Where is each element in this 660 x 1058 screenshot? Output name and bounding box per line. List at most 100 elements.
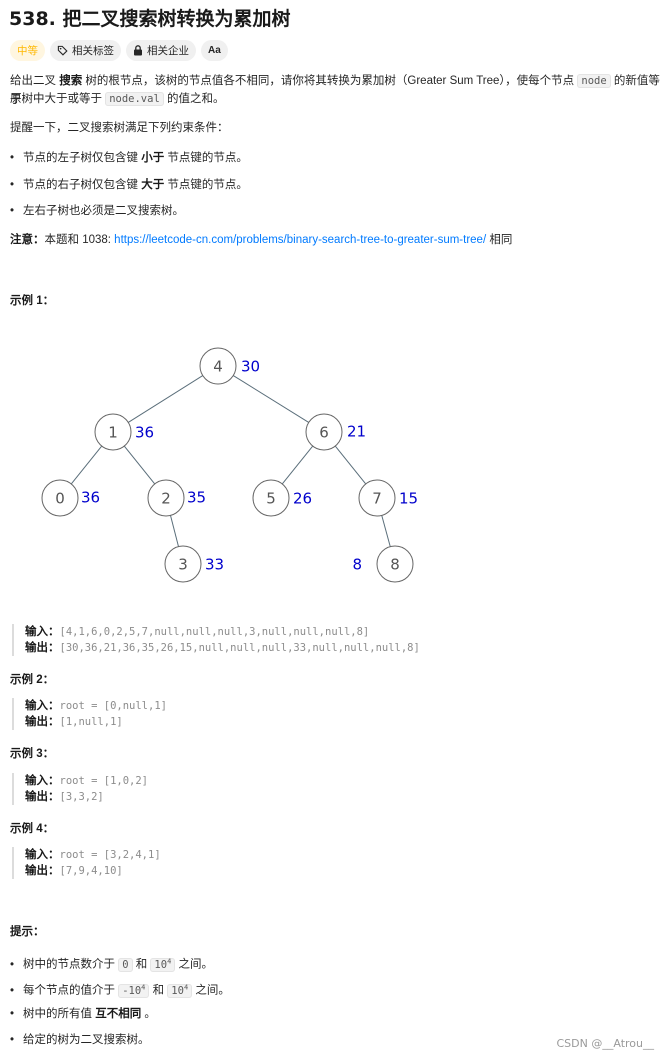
constraint-text: 左右子树也必须是二叉搜索树。: [23, 205, 184, 217]
desc-text: 的新值等于: [10, 75, 660, 106]
example-2-title: 示例 2：: [10, 674, 55, 686]
hint-text: 之间。: [175, 958, 213, 971]
watermark: CSDN @__Atrou__: [556, 1037, 655, 1050]
code-base: -10: [122, 984, 142, 997]
description-line-2: 原树中大于或等于 node.val 的值之和。: [10, 90, 224, 109]
note-line: 注意：本题和 1038: https://leetcode-cn.com/pro…: [10, 231, 512, 250]
constraint-text: 节点键的节点。: [164, 179, 248, 191]
code-node: node: [577, 74, 611, 88]
example-input: [4,1,6,0,2,5,7,null,null,null,3,null,nul…: [59, 626, 370, 638]
constraint-text: 节点的左子树仅包含键: [23, 152, 142, 164]
lock-icon: [134, 45, 142, 56]
code-ten-pow: 104: [150, 957, 176, 972]
tree-node-sum: 35: [187, 489, 206, 507]
output-label: 输出：: [25, 791, 60, 803]
desc-text: 的值之和。: [163, 93, 225, 105]
tree-node-sum: 21: [347, 423, 366, 441]
code-ten-pow: 104: [167, 983, 193, 998]
tree-edge: [170, 515, 179, 547]
hint-text: 。: [141, 1008, 156, 1020]
hint-text: 和: [149, 984, 168, 997]
tree-node-value: 1: [108, 424, 118, 442]
related-companies-button[interactable]: 相关企业: [126, 40, 196, 61]
example-2-block: 输入：root = [0,null,1] 输出：[1,null,1]: [12, 698, 167, 730]
hint-text: 和: [132, 958, 151, 971]
constraint-bold: 小于: [141, 152, 165, 164]
example-output: [30,36,21,36,35,26,15,null,null,null,33,…: [59, 642, 420, 654]
output-label: 输出：: [25, 865, 60, 877]
example-1-title: 示例 1：: [10, 295, 55, 307]
example-output: [7,9,4,10]: [59, 865, 123, 877]
example-input: root = [3,2,4,1]: [59, 849, 161, 861]
example-input: root = [0,null,1]: [59, 700, 167, 712]
code-zero: 0: [118, 957, 133, 972]
related-tags-button[interactable]: 相关标签: [50, 40, 121, 61]
example-3-block: 输入：root = [1,0,2] 输出：[3,3,2]: [12, 773, 148, 805]
hint-item: 树中的节点数介于 0 和 104 之间。: [10, 952, 213, 974]
tree-node-value: 3: [178, 556, 188, 574]
constraint-item: 节点的左子树仅包含键 小于 节点键的节点。: [10, 149, 248, 167]
note-text: 相同: [486, 234, 513, 246]
hints-title: 提示：: [10, 926, 45, 938]
tree-node-sum: 36: [135, 424, 154, 442]
tree-node-value: 6: [319, 424, 329, 442]
tree-node: [199, 347, 237, 385]
example-output: [1,null,1]: [59, 716, 123, 728]
reminder-text: 提醒一下，二叉搜索树满足下列约束条件：: [10, 122, 229, 134]
tree-node-value: 5: [266, 490, 276, 508]
tree-edge: [381, 515, 391, 547]
tree-node: [305, 413, 343, 451]
code-node-val: node.val: [105, 92, 164, 106]
tree-node: [164, 545, 202, 583]
description-line-1: 给出二叉 搜索 树的根节点，该树的节点值各不相同，请你将其转换为累加树（Grea…: [10, 72, 660, 110]
related-problem-link[interactable]: https://leetcode-cn.com/problems/binary-…: [114, 234, 487, 246]
tree-node-sum: 26: [293, 490, 312, 508]
output-label: 输出：: [25, 642, 60, 654]
tree-edge: [334, 445, 367, 485]
input-label: 输入：: [25, 700, 60, 712]
tree-node: [41, 479, 79, 517]
tree-edge: [281, 445, 314, 485]
tree-edge: [123, 445, 156, 485]
translate-icon: Aa: [208, 45, 221, 56]
constraint-text: 节点的右子树仅包含键: [23, 179, 142, 191]
related-tags-label: 相关标签: [72, 45, 114, 57]
code-base: 10: [154, 958, 168, 971]
desc-bold: 搜索: [59, 75, 83, 87]
code-exp: 4: [183, 983, 189, 991]
example-4-block: 输入：root = [3,2,4,1] 输出：[7,9,4,10]: [12, 847, 161, 879]
tree-node-value: 2: [161, 490, 171, 508]
tree-node-sum: 8: [352, 556, 362, 574]
hint-bold: 互不相同: [95, 1008, 142, 1020]
font-toggle-button[interactable]: Aa: [201, 40, 228, 61]
example-1-block: 输入：[4,1,6,0,2,5,7,null,null,null,3,null,…: [12, 624, 420, 656]
input-label: 输入：: [25, 849, 60, 861]
example-input: root = [1,0,2]: [59, 775, 149, 787]
tree-node: [94, 413, 132, 451]
code-exp: 4: [167, 957, 172, 965]
input-label: 输入：: [25, 626, 60, 638]
tree-node-value: 8: [390, 556, 400, 574]
hint-item: 每个节点的值介于 -104 和 104 之间。: [10, 978, 230, 1000]
tree-node-sum: 30: [241, 358, 260, 376]
tree-node: [252, 479, 290, 517]
tree-node-sum: 15: [399, 490, 418, 508]
tree-node-value: 4: [213, 358, 223, 376]
tree-node-value: 7: [372, 490, 382, 508]
hint-text: 树中的所有值: [23, 1008, 96, 1020]
example-4-title: 示例 4：: [10, 823, 55, 835]
problem-title: 538. 把二叉搜索树转换为累加树: [9, 8, 291, 30]
constraint-item: 节点的右子树仅包含键 大于 节点键的节点。: [10, 176, 248, 194]
hint-text: 树中的节点数介于: [23, 958, 119, 971]
tag-icon: [57, 45, 68, 56]
difficulty-badge[interactable]: 中等: [10, 40, 45, 61]
code-neg-ten-pow: -104: [118, 983, 150, 998]
code-base: 10: [171, 984, 184, 997]
tree-node-sum: 36: [81, 489, 100, 507]
input-label: 输入：: [25, 775, 60, 787]
desc-text: 原树中大于或等于: [10, 93, 106, 105]
tree-node-value: 0: [55, 490, 65, 508]
desc-text: 树的根节点，该树的节点值各不相同，请你将其转换为累加树（Greater Sum …: [82, 75, 578, 87]
note-label: 注意：: [10, 234, 45, 246]
